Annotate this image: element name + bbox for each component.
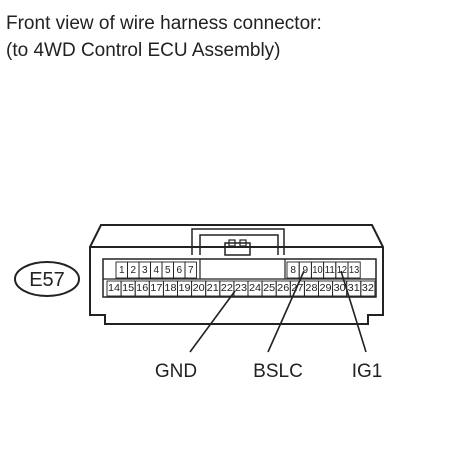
- pin-number: 32: [362, 283, 375, 294]
- pin-15: 15: [120, 280, 136, 297]
- pin-14: 14: [106, 280, 122, 297]
- pin-cell: [360, 280, 376, 297]
- pin-number: 28: [305, 283, 318, 294]
- leader-lines: [189, 270, 367, 353]
- pin-number: 30: [334, 283, 347, 294]
- connector-id-badge: E57: [14, 261, 80, 297]
- pin-number: 12: [337, 265, 348, 276]
- pin-3: 3: [138, 261, 151, 279]
- pin-13: 13: [347, 261, 361, 279]
- pin-number: 26: [277, 283, 290, 294]
- pin-number: 16: [136, 283, 149, 294]
- pin-1: 1: [115, 261, 128, 279]
- gnd-label: GND: [155, 361, 197, 382]
- connector-housing: [89, 224, 384, 325]
- pin-number: 6: [176, 265, 182, 276]
- pin-17: 17: [148, 280, 164, 297]
- pin-number: 15: [122, 283, 135, 294]
- connector-id-label: E57: [29, 269, 65, 291]
- pin-7: 7: [184, 261, 197, 279]
- pin-24: 24: [247, 280, 263, 297]
- pin-number: 25: [263, 283, 276, 294]
- pin-number: 21: [207, 283, 220, 294]
- diagram-title: Front view of wire harness connector:: [6, 13, 322, 34]
- pin-21: 21: [205, 280, 221, 297]
- bslc-label: BSLC: [253, 361, 303, 382]
- pin-4: 4: [150, 261, 163, 279]
- pin-number: 2: [130, 265, 136, 276]
- pin-number: 27: [291, 283, 304, 294]
- pin-number: 29: [320, 283, 333, 294]
- pin-number: 4: [153, 265, 159, 276]
- diagram-subtitle: (to 4WD Control ECU Assembly): [6, 40, 281, 61]
- ig1-label: IG1: [352, 361, 383, 382]
- pin-number: 31: [348, 283, 361, 294]
- pin-6: 6: [173, 261, 186, 279]
- pin-2: 2: [127, 261, 140, 279]
- pin-number: 18: [164, 283, 177, 294]
- pin-27: 27: [289, 280, 305, 297]
- pin-5: 5: [161, 261, 174, 279]
- pin-number: 1: [119, 265, 125, 276]
- pin-16: 16: [134, 280, 150, 297]
- pin-number: 20: [193, 283, 206, 294]
- pin-number: 9: [303, 265, 309, 276]
- pin-number: 17: [150, 283, 163, 294]
- pin-number: 7: [188, 265, 194, 276]
- pin-number: 3: [142, 265, 148, 276]
- pin-26: 26: [275, 280, 291, 297]
- pin-cell: [184, 261, 197, 279]
- pin-number: 10: [312, 265, 323, 276]
- pin-number: 23: [235, 283, 248, 294]
- pin-number: 24: [249, 283, 262, 294]
- pin-22: 22: [219, 280, 235, 297]
- pin-18: 18: [162, 280, 178, 297]
- pin-number: 19: [179, 283, 192, 294]
- pin-19: 19: [177, 280, 193, 297]
- pin-10: 10: [310, 261, 325, 279]
- pin-8: 8: [286, 261, 300, 279]
- ig1-leader-line: [340, 270, 367, 353]
- pin-25: 25: [261, 280, 277, 297]
- gnd-leader-line: [189, 290, 236, 353]
- pin-23: 23: [233, 280, 249, 297]
- pin-number: 22: [221, 283, 234, 294]
- pin-number: 14: [108, 283, 121, 294]
- pin-number: 13: [349, 265, 360, 276]
- pin-number: 8: [290, 265, 296, 276]
- pin-number: 11: [325, 265, 336, 276]
- pin-number: 5: [165, 265, 171, 276]
- pin-32: 32: [360, 280, 376, 297]
- bslc-leader-line: [267, 270, 305, 353]
- pin-11: 11: [323, 261, 337, 279]
- pin-29: 29: [318, 280, 334, 297]
- pin-cell: [347, 261, 361, 279]
- pin-20: 20: [191, 280, 207, 297]
- pin-9: 9: [298, 261, 312, 279]
- pin-28: 28: [303, 280, 319, 297]
